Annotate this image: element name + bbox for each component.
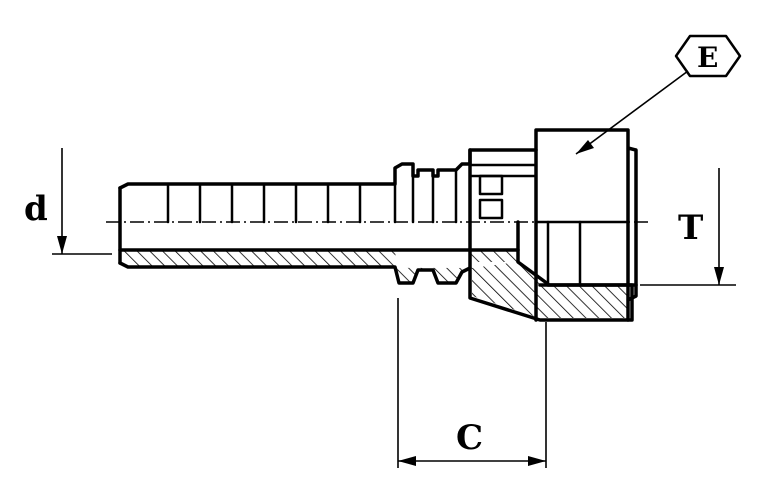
dimension-d: d bbox=[24, 148, 112, 255]
collar-hex-flats bbox=[478, 174, 504, 220]
label-C: C bbox=[456, 418, 483, 458]
label-E: E bbox=[697, 41, 718, 74]
fitting-body bbox=[118, 128, 638, 322]
nut-hatch bbox=[548, 286, 628, 318]
callout-E: E bbox=[575, 34, 742, 155]
hose-tail-outline bbox=[118, 148, 538, 190]
barb-rings bbox=[166, 168, 458, 224]
label-T: T bbox=[678, 208, 703, 248]
dimension-C: C bbox=[397, 298, 547, 468]
nut-outline bbox=[534, 128, 638, 322]
collar-hatch bbox=[472, 262, 548, 318]
label-d: d bbox=[24, 189, 48, 229]
hose-tail-section bbox=[122, 251, 518, 283]
dimension-T: T bbox=[640, 168, 736, 286]
hexagon-icon bbox=[674, 34, 742, 78]
